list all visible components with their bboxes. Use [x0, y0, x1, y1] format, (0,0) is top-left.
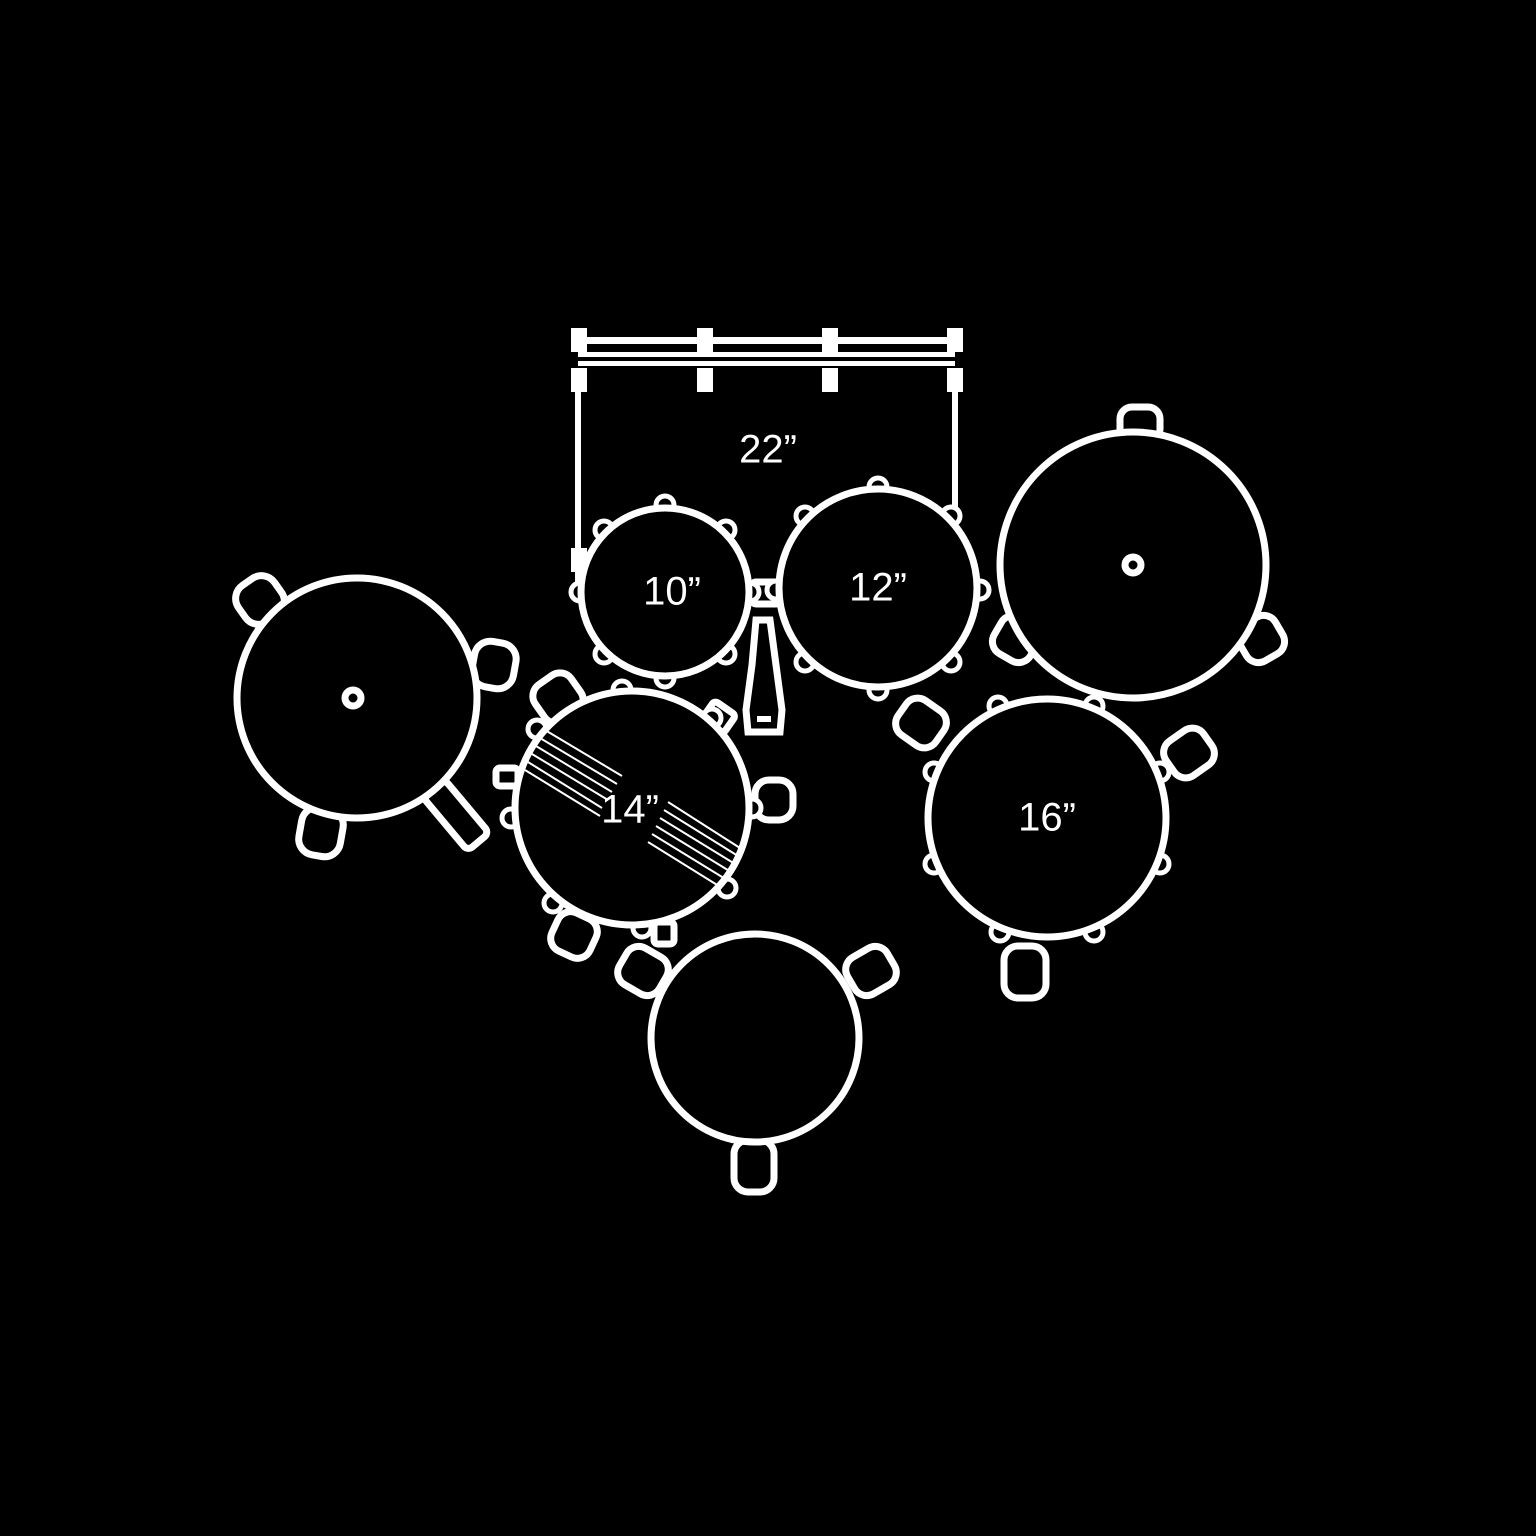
snare-label: 14” [601, 788, 659, 832]
stand-leg [730, 1136, 778, 1196]
stand-leg [842, 942, 900, 1000]
floor-tom-leg [892, 694, 950, 752]
rack-tom-12: 12” [764, 475, 992, 702]
floor-tom-leg [1160, 724, 1218, 782]
rack-tom-10: 10” [568, 493, 762, 690]
stand-leg [614, 942, 672, 1000]
bass-drum-rails [578, 337, 955, 366]
floor-tom-leg [1000, 942, 1050, 1002]
rack-tom-12-label: 12” [849, 566, 907, 610]
snare-wires [524, 729, 741, 889]
snare-drum: 14” [492, 669, 797, 962]
cymbal-center-icon [1121, 553, 1145, 577]
left-cymbal [232, 572, 520, 861]
floor-tom-16-label: 16” [1018, 796, 1076, 840]
cymbal-center-icon [341, 686, 365, 710]
bottom-stand [614, 930, 900, 1196]
bass-drum-label: 22” [739, 428, 797, 472]
bass-drum: 22” [571, 328, 963, 590]
floor-tom-16: 16” [892, 694, 1218, 1002]
bass-drum-lugs [571, 328, 963, 572]
rack-tom-10-label: 10” [643, 570, 701, 614]
right-cymbal [988, 403, 1289, 702]
